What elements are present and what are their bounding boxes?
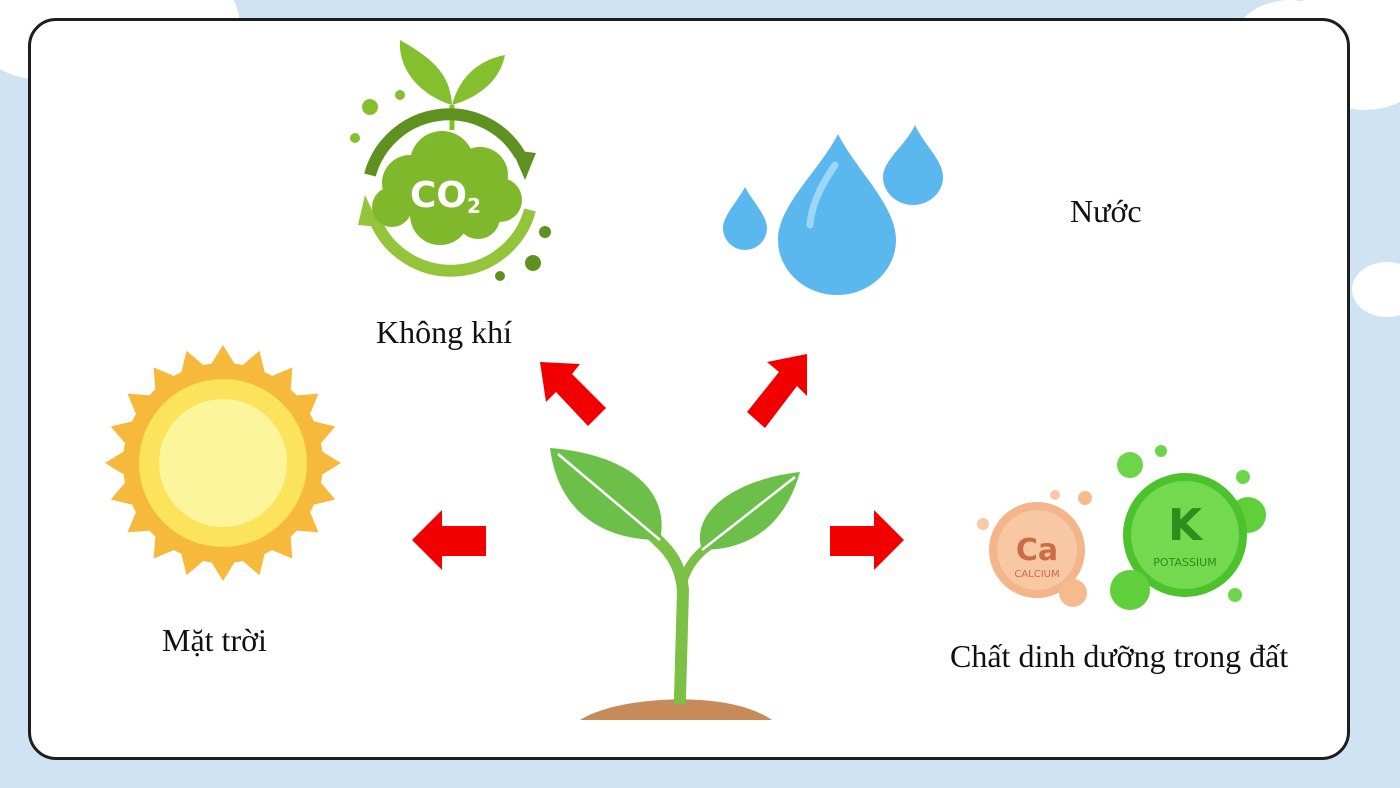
sun-ray [316, 448, 341, 478]
label-water: Nước [1070, 193, 1142, 229]
sun-ray [208, 556, 238, 581]
arrow-to-nutrients [830, 510, 904, 570]
potassium-name: POTASSIUM [1153, 556, 1216, 569]
sun-ray [208, 345, 238, 370]
label-air: Không khí [376, 314, 512, 350]
calcium-name: CALCIUM [1014, 569, 1059, 580]
co2-text: CO [410, 175, 467, 216]
arrow-to-water [747, 354, 807, 428]
label-nutrients: Chất dinh dưỡng trong đất [950, 638, 1289, 674]
arrow-to-sun [412, 510, 486, 570]
calcium-symbol: Ca [1016, 533, 1058, 568]
sun-icon [105, 345, 341, 581]
cloud-decoration [1352, 262, 1400, 317]
label-sun: Mặt trời [162, 622, 267, 658]
co2-subscript: 2 [467, 194, 481, 218]
arrow-to-air [540, 362, 606, 426]
plant-icon [550, 448, 800, 720]
calcium-icon: Ca CALCIUM [977, 490, 1092, 607]
co2-icon: CO 2 [350, 40, 551, 281]
potassium-icon: K POTASSIUM [1110, 445, 1266, 610]
potassium-symbol: K [1168, 500, 1204, 551]
water-drops-icon [723, 125, 943, 295]
sun-ray [105, 448, 130, 478]
